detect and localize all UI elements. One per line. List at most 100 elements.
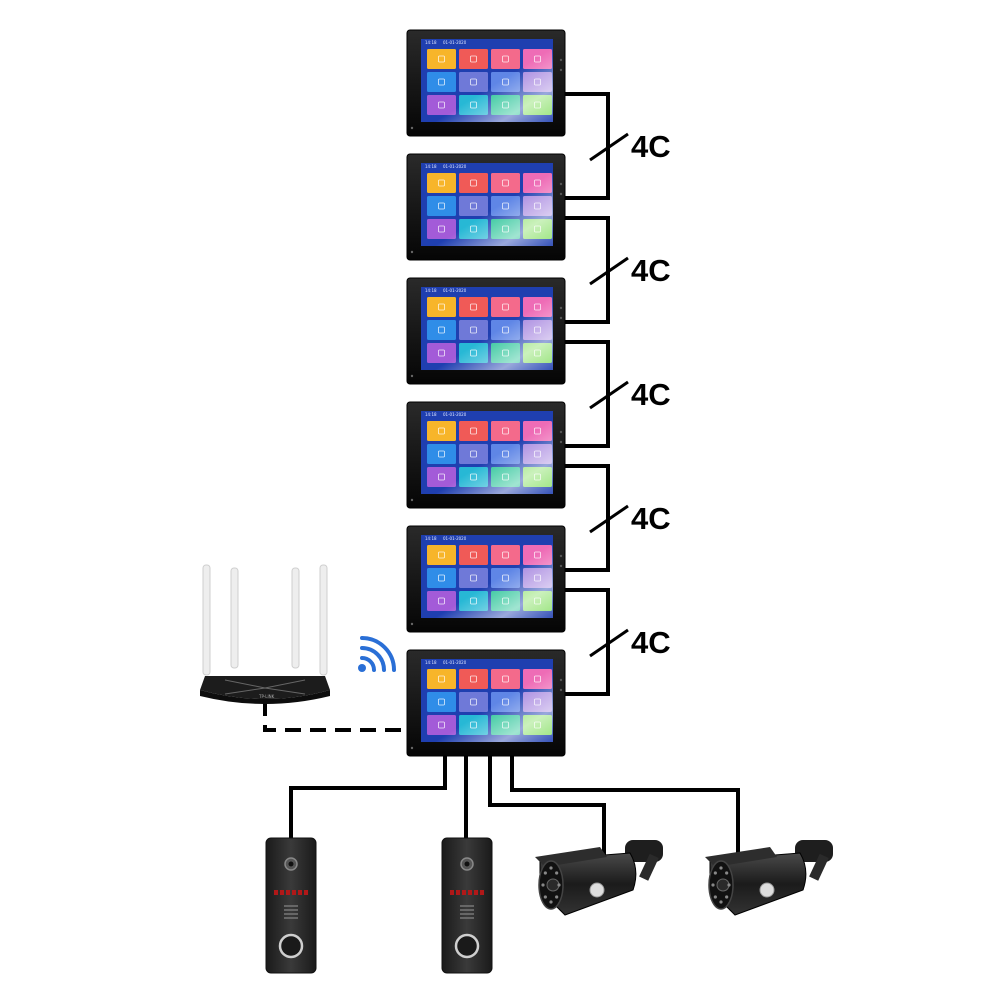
monitor-indicator-dot	[410, 622, 414, 626]
ir-led	[711, 883, 715, 887]
screen-glare	[421, 659, 553, 742]
ir-led	[480, 890, 484, 895]
router-x-mark	[224, 687, 306, 695]
indoor-monitor: 14:1801-01-2020	[406, 277, 566, 385]
ir-led	[304, 890, 308, 895]
router-antenna	[230, 567, 239, 669]
camera-mount-arm	[639, 853, 659, 881]
call-button	[454, 933, 480, 959]
camera-mount-arm	[809, 853, 829, 881]
monitor-indicator-dot	[559, 68, 563, 72]
monitor-indicator-dot	[559, 316, 563, 320]
ir-led	[456, 890, 460, 895]
ir-led	[719, 900, 723, 904]
door-station-wire	[289, 756, 447, 838]
camera-lens-icon	[716, 878, 730, 892]
monitor-indicator-dot	[410, 498, 414, 502]
screen-glare	[421, 535, 553, 618]
camera-badge	[759, 882, 775, 898]
ir-led	[543, 895, 547, 899]
monitor-indicator-dot	[410, 746, 414, 750]
monitor-link-wire	[565, 340, 610, 448]
cable-label-4c: 4C	[631, 501, 671, 536]
link-labels: 4C 4C 4C 4C 4C	[631, 129, 671, 660]
ir-led	[292, 890, 296, 895]
cctv-cameras	[535, 840, 833, 916]
wifi-router: TP-LINK	[200, 564, 330, 704]
door-camera-lens-center	[464, 861, 470, 867]
ir-led	[280, 890, 284, 895]
ir-led	[462, 890, 466, 895]
cable-label-4c: 4C	[631, 253, 671, 288]
ir-led	[468, 890, 472, 895]
ir-led	[557, 883, 561, 887]
router-antenna	[319, 564, 328, 676]
ir-led	[555, 871, 559, 875]
router-brand: TP-LINK	[258, 694, 275, 699]
ir-led	[727, 883, 731, 887]
camera-lens-icon	[546, 878, 560, 892]
wifi-arc	[360, 636, 396, 672]
ir-led	[474, 890, 478, 895]
screen-glare	[421, 287, 553, 370]
ir-led	[725, 895, 729, 899]
router-antenna	[202, 564, 211, 676]
monitor-indicator-dot	[410, 374, 414, 378]
ir-led	[713, 895, 717, 899]
cable-slash-mark	[589, 132, 629, 162]
wifi-icon	[358, 636, 396, 672]
cable-label-4c: 4C	[631, 625, 671, 660]
monitor-link-wire	[565, 216, 610, 324]
ir-led	[549, 866, 553, 870]
ir-led	[725, 871, 729, 875]
ir-led	[298, 890, 302, 895]
camera-body	[539, 852, 637, 916]
monitor-link-wire	[565, 92, 610, 200]
screen-glare	[421, 411, 553, 494]
door-camera-lens-center	[288, 861, 294, 867]
wiring	[263, 92, 740, 858]
bullet-camera	[535, 840, 663, 916]
monitor-indicator-dot	[559, 306, 563, 310]
wifi-arc	[360, 646, 386, 672]
ir-led	[543, 871, 547, 875]
outdoor-door-stations	[265, 837, 493, 974]
camera-wire	[510, 756, 740, 858]
camera-badge	[589, 882, 605, 898]
ir-led	[549, 900, 553, 904]
cable-label-4c: 4C	[631, 129, 671, 164]
indoor-monitor: 14:1801-01-2020	[406, 29, 566, 137]
indoor-monitor: 14:1801-01-2020	[406, 525, 566, 633]
door-station	[265, 837, 317, 974]
ir-led	[541, 883, 545, 887]
indoor-monitor: 14:1801-01-2020	[406, 649, 566, 757]
monitor-indicator-dot	[559, 58, 563, 62]
screen-glare	[421, 39, 553, 122]
bullet-camera	[705, 840, 833, 916]
call-button	[278, 933, 304, 959]
monitor-link-wire	[565, 588, 610, 696]
indoor-monitors: 14:1801-01-2020 14:1801-01-2020 14:1801-01…	[406, 29, 566, 757]
wifi-arc	[360, 656, 376, 672]
wifi-dot	[358, 664, 366, 672]
indoor-monitor: 14:1801-01-2020	[406, 153, 566, 261]
cable-slash-mark	[589, 504, 629, 534]
monitor-indicator-dot	[559, 440, 563, 444]
cable-label-4c: 4C	[631, 377, 671, 412]
monitor-indicator-dot	[559, 430, 563, 434]
screen-glare	[421, 163, 553, 246]
camera-body	[709, 852, 807, 916]
monitor-indicator-dot	[410, 250, 414, 254]
ir-led	[286, 890, 290, 895]
monitor-indicator-dot	[559, 554, 563, 558]
router-base	[200, 690, 330, 704]
ir-led	[555, 895, 559, 899]
cable-slash-mark	[589, 628, 629, 658]
ir-led	[713, 871, 717, 875]
ethernet-dashed-wire	[263, 700, 407, 732]
monitor-indicator-dot	[559, 192, 563, 196]
camera-wire	[488, 756, 606, 858]
monitor-indicator-dot	[559, 678, 563, 682]
ir-led	[450, 890, 454, 895]
